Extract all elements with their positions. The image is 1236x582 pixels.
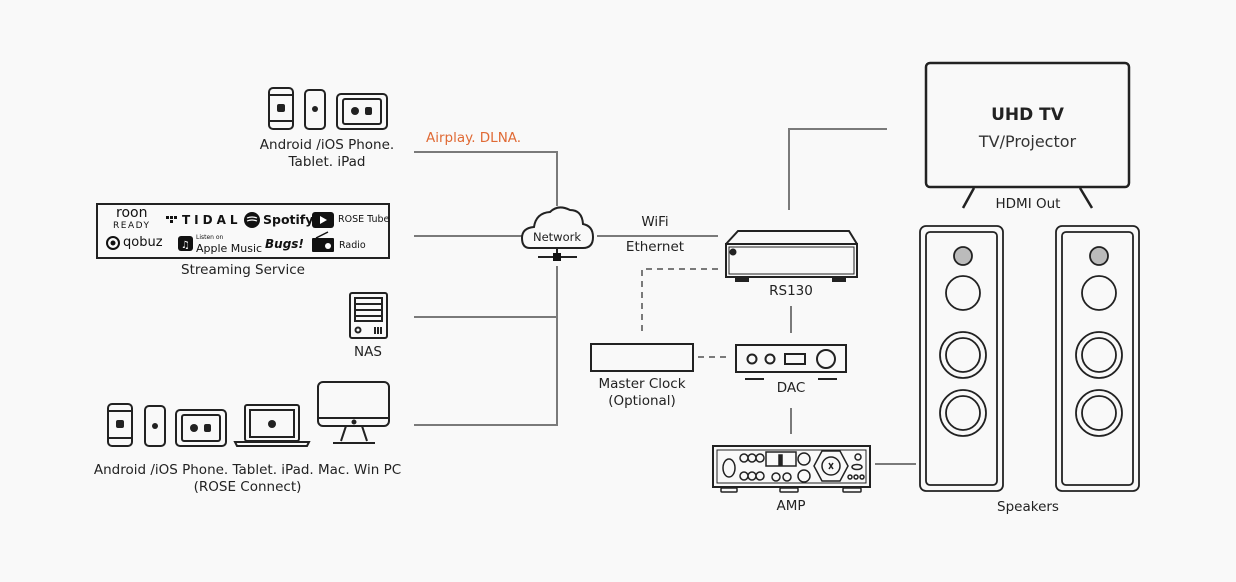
network-label: Network — [532, 230, 582, 244]
spotify-logo: Spotify — [263, 212, 314, 227]
clock-dashed-line — [641, 268, 718, 334]
amp-device-icon — [712, 445, 871, 493]
iphone-icon — [144, 405, 166, 447]
tv-title: UHD TV — [991, 105, 1064, 125]
mobile-top-label-line1: Android /iOS Phone. — [259, 137, 395, 153]
laptop-icon — [233, 404, 311, 447]
master-clock-label: Master Clock (Optional) — [582, 376, 702, 410]
apple-music-icon: ♫ — [178, 236, 193, 251]
network-cloud-icon — [520, 206, 595, 261]
qobuz-icon — [106, 236, 120, 250]
roon-text: roon — [116, 205, 148, 221]
tv-subtitle: TV/Projector — [978, 132, 1077, 151]
master-clock-label-line1: Master Clock — [598, 376, 686, 392]
mobile-top-label: Android /iOS Phone. Tablet. iPad — [252, 137, 402, 171]
airplay-line — [414, 151, 558, 206]
hdmi-line — [788, 128, 887, 210]
svg-text:♫: ♫ — [181, 240, 190, 251]
imac-icon — [317, 381, 390, 444]
bugs-logo: Bugs! — [265, 237, 304, 251]
spotify-icon — [244, 212, 260, 228]
dac-device-icon — [735, 344, 847, 380]
youtube-icon — [312, 212, 334, 228]
rose-tube-logo: ROSE Tube — [338, 214, 390, 225]
trunk-line — [414, 266, 558, 426]
tv-icon — [924, 61, 1131, 209]
apple-music-logo: Listen on Apple Music — [196, 233, 262, 255]
qobuz-logo: qobuz — [123, 235, 163, 250]
tablet-icon — [336, 93, 388, 130]
tidal-icon — [166, 216, 177, 223]
roon-ready-logo: roon READY — [113, 205, 151, 233]
ethernet-label: Ethernet — [625, 239, 685, 255]
android-phone-icon — [268, 87, 294, 130]
radio-logo: Radio — [339, 240, 366, 251]
rs130-label: RS130 — [769, 283, 813, 299]
connector-lines — [414, 128, 916, 465]
tablet-icon — [175, 409, 227, 447]
mobile-top-label-line2: Tablet. iPad — [288, 154, 366, 170]
amp-label: AMP — [776, 498, 806, 514]
airplay-dlna-label: Airplay. DLNA. — [426, 130, 522, 146]
mobile-bottom-label: Android /iOS Phone. Tablet. iPad. Mac. W… — [70, 462, 425, 496]
android-phone-icon — [107, 403, 133, 447]
tidal-logo: TIDAL — [182, 213, 242, 227]
mobile-bottom-label-line1: Android /iOS Phone. Tablet. iPad. Mac. W… — [93, 462, 402, 478]
dac-label: DAC — [776, 380, 806, 396]
streaming-service-label: Streaming Service — [181, 262, 305, 278]
wifi-label: WiFi — [641, 214, 669, 230]
iphone-icon — [304, 89, 326, 130]
master-clock-label-line2: (Optional) — [608, 393, 676, 409]
nas-icon — [349, 292, 388, 339]
mobile-devices-top — [268, 87, 388, 130]
master-clock-icon — [590, 343, 694, 372]
nas-label: NAS — [354, 344, 382, 360]
rs130-device-icon — [725, 230, 858, 282]
radio-icon — [312, 231, 334, 252]
streaming-service-box — [96, 203, 390, 259]
speakers-label: Speakers — [997, 499, 1059, 515]
mobile-devices-bottom — [107, 381, 390, 447]
speaker-right-icon — [1055, 225, 1140, 492]
apple-music-text: Apple Music — [196, 242, 263, 255]
ready-text: READY — [113, 221, 151, 231]
mobile-bottom-label-line2: (ROSE Connect) — [193, 479, 302, 495]
hdmi-out-label: HDMI Out — [995, 196, 1061, 212]
listen-on-text: Listen on — [196, 234, 224, 241]
speaker-left-icon — [919, 225, 1004, 492]
